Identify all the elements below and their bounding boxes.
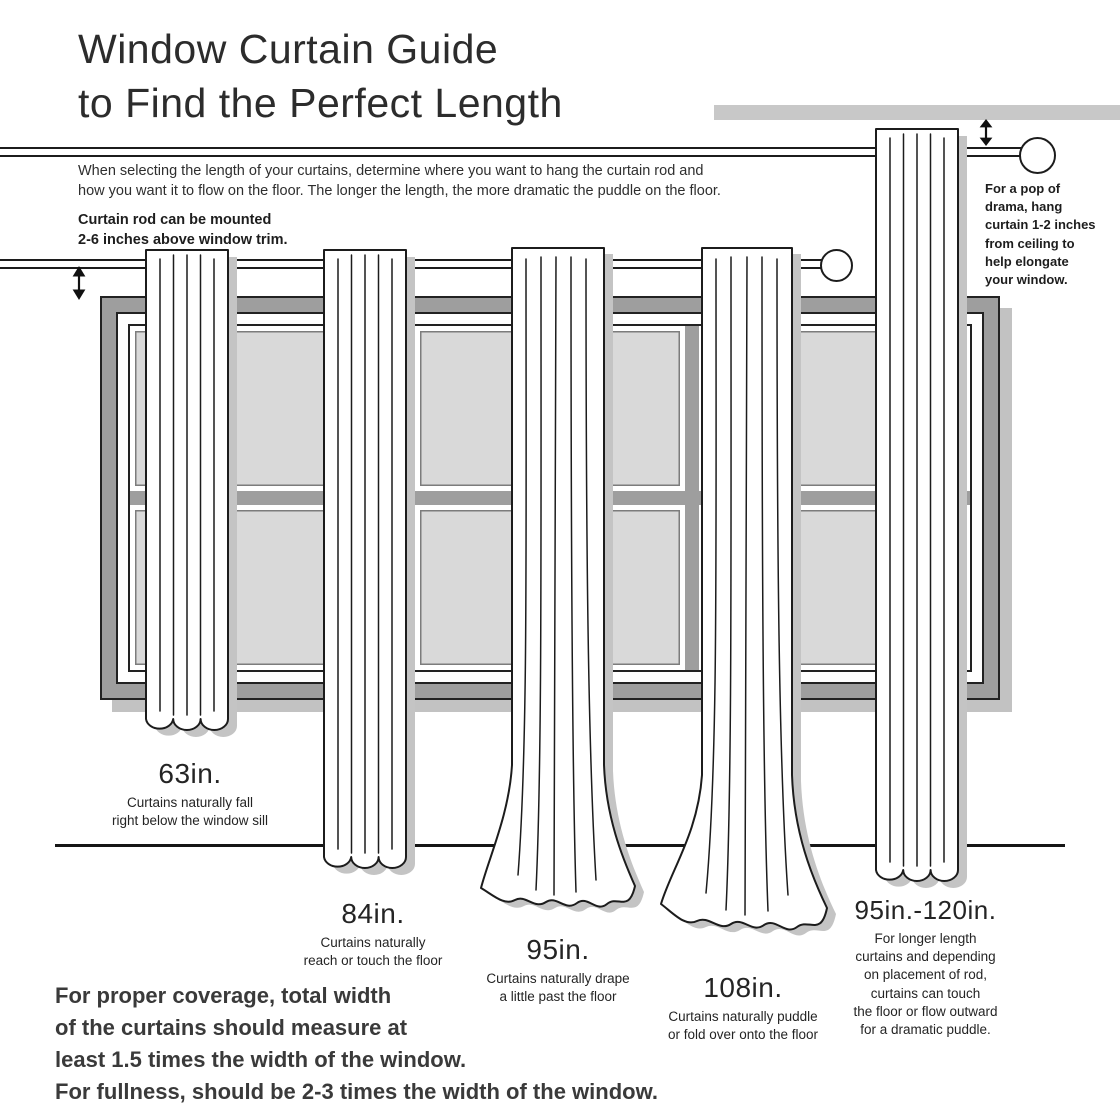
- ceiling-bar: [714, 105, 1120, 120]
- curtain-108in: [660, 247, 836, 936]
- curtain-length: 63in.: [158, 758, 222, 789]
- curtain-63in: [145, 249, 237, 737]
- curtain-description: Curtains naturally fall right below the …: [111, 795, 269, 829]
- coverage-note: For proper coverage, total width of the …: [55, 983, 658, 1104]
- curtain-description: Curtains naturally puddle or fold over o…: [667, 1009, 819, 1043]
- page-title: Window Curtain Guide to Find the Perfect…: [78, 26, 563, 127]
- curtain-rod-upper: [0, 147, 1022, 157]
- curtain-description: For longer length curtains and depending…: [853, 931, 998, 1038]
- curtain-label-95in: 95in. Curtains naturally drape a little …: [458, 934, 658, 1006]
- curtain-length: 84in.: [341, 898, 405, 929]
- curtain-84in: [323, 249, 415, 875]
- curtain-label-95-120in: 95in.-120in. For longer length curtains …: [833, 895, 1018, 1039]
- curtain-label-63in: 63in. Curtains naturally fall right belo…: [90, 758, 290, 830]
- curtain-description: Curtains naturally drape a little past t…: [486, 971, 630, 1005]
- ceiling-gap-arrow-icon: [979, 119, 993, 146]
- intro-text: When selecting the length of your curtai…: [78, 163, 721, 199]
- curtain-label-108in: 108in. Curtains naturally puddle or fold…: [643, 972, 843, 1044]
- curtain-description: Curtains naturally reach or touch the fl…: [303, 935, 443, 969]
- ceiling-drama-note: For a pop of drama, hang curtain 1-2 inc…: [985, 181, 1096, 287]
- curtain-95-120in: [875, 128, 967, 889]
- rod-mount-note: Curtain rod can be mounted 2-6 inches ab…: [78, 212, 288, 248]
- curtain-length: 95in.: [526, 934, 590, 965]
- rod-mount-arrow-icon: [72, 266, 86, 300]
- curtain-label-84in: 84in. Curtains naturally reach or touch …: [273, 898, 473, 970]
- curtain-95in: [480, 247, 644, 913]
- rod-finial-icon: [820, 249, 853, 282]
- curtain-length: 108in.: [703, 972, 783, 1003]
- rod-finial-icon: [1019, 137, 1056, 174]
- curtain-length: 95in.-120in.: [854, 895, 997, 925]
